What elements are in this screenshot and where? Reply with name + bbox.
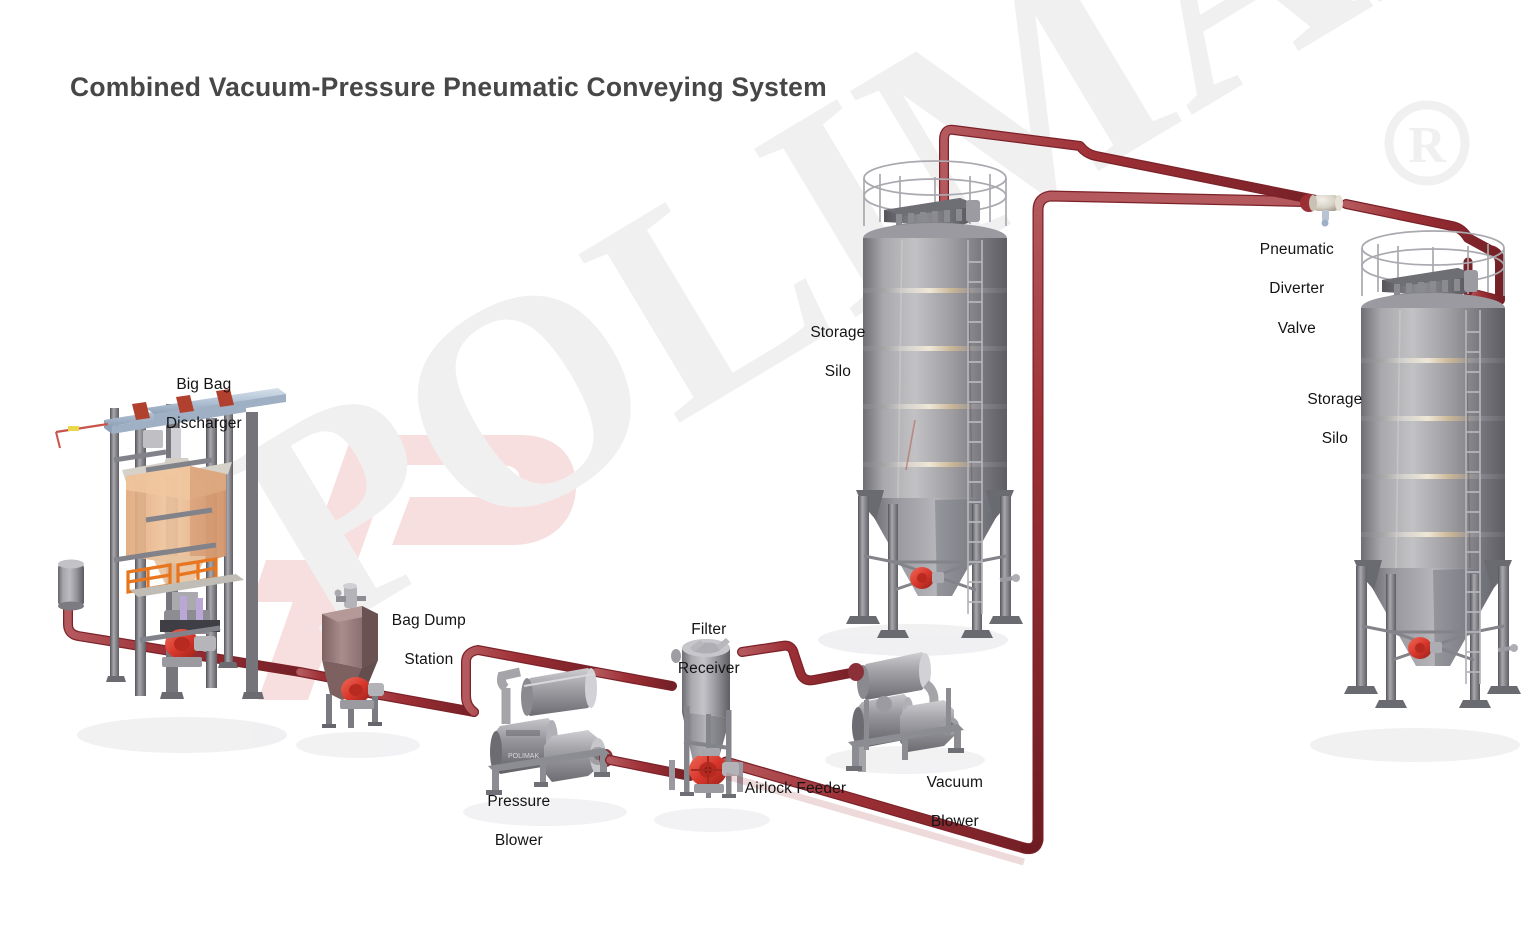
pipe-floor-reflection <box>725 772 1025 866</box>
storage-silo-right[interactable] <box>1344 230 1521 708</box>
svg-text:R: R <box>1408 117 1447 174</box>
silo-left-discharge-valve <box>910 567 944 589</box>
silo-left-ladder <box>967 240 983 614</box>
silo-left-rings <box>863 288 1007 467</box>
vacuum-blower[interactable] <box>846 652 964 772</box>
page-title: Combined Vacuum-Pressure Pneumatic Conve… <box>70 72 827 102</box>
big-bag-discharger[interactable] <box>55 388 286 699</box>
vacuum-blower-silencer <box>857 652 931 700</box>
vacuum-blower-base <box>848 724 964 768</box>
airlock-feeder[interactable] <box>689 748 739 793</box>
filter-receiver[interactable] <box>669 638 743 798</box>
bag-dump-station[interactable] <box>322 583 384 728</box>
pneumatic-diverter-valve[interactable] <box>1300 194 1343 227</box>
floor-reflections <box>77 624 1520 832</box>
dump-station-vent <box>334 583 366 608</box>
pressure-blower-silencer <box>521 668 597 716</box>
storage-silo-left[interactable] <box>846 160 1023 638</box>
lift-beam-assembly <box>55 388 286 449</box>
silo-right-rings <box>1361 358 1505 537</box>
pressure-blower-base <box>488 748 610 792</box>
silo-right-discharge-valve <box>1408 637 1442 659</box>
pressure-blower[interactable]: POLIMAK <box>486 667 695 795</box>
vacuum-receiver-vessel <box>58 559 84 611</box>
discharge-valve-group <box>160 592 220 667</box>
silo-right-ladder <box>1465 310 1481 684</box>
svg-text:POLIMAK: POLIMAK <box>508 753 539 760</box>
